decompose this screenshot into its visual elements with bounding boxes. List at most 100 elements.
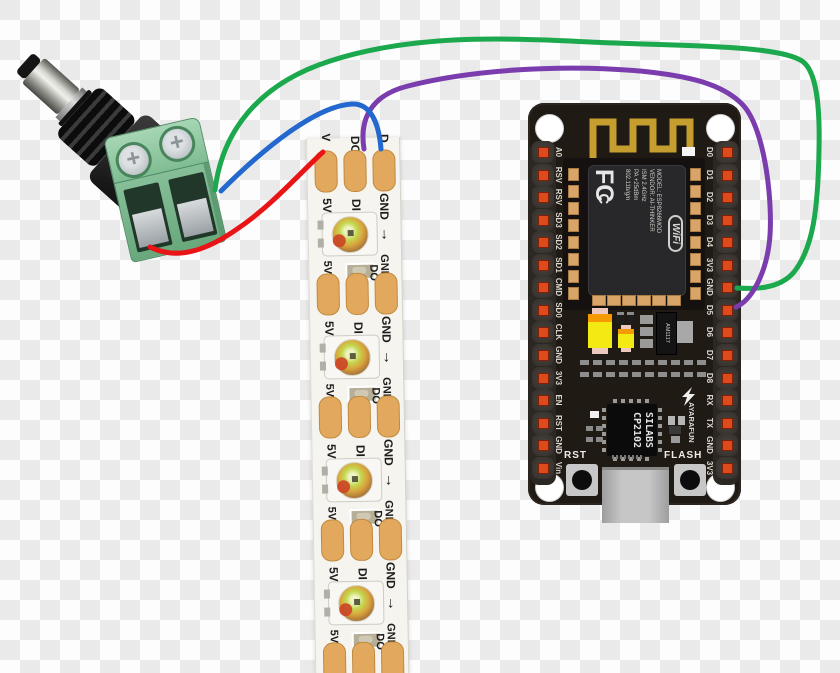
strip-label-gnd: GND — [376, 193, 391, 220]
terminal-wire-slot — [168, 171, 218, 243]
led-chip — [354, 598, 361, 606]
smd-dash — [658, 372, 667, 377]
solder-pad-5V — [320, 519, 345, 562]
pin-left-RSV — [532, 186, 554, 209]
capacitor-large — [588, 314, 612, 348]
cap-lead — [621, 348, 631, 352]
pin-right-RX — [716, 389, 738, 412]
usb-dot — [628, 455, 630, 459]
pin-right-GND — [716, 434, 738, 457]
rst-button-label: RST — [564, 450, 587, 461]
solder-pad-DI — [343, 149, 367, 193]
module-pad — [690, 253, 701, 266]
terminal-screw-right: + — [155, 122, 199, 166]
smd-part — [627, 312, 634, 324]
solder-pad-5V — [316, 273, 341, 316]
smd-pad — [640, 315, 653, 324]
module-print: WiFi MODEL: ESP8266MOD VENDOR: AI-THINKE… — [590, 167, 684, 294]
ws2812b-led — [317, 211, 379, 257]
lightning-bolt-icon — [682, 387, 695, 406]
pin-right-D8 — [716, 366, 738, 389]
pin-left-SD3 — [532, 208, 554, 231]
flash-button-label: FLASH — [664, 450, 703, 461]
pin-left-GND — [532, 343, 554, 366]
solder-pad-GND — [376, 395, 401, 438]
strip-cut-label: V — [318, 133, 334, 142]
smd-dash — [619, 372, 628, 377]
module-text: MODEL: ESP8266MOD VENDOR: AI-THINKER ISM… — [623, 169, 662, 292]
module-pad — [690, 185, 701, 198]
pin-left-SD2 — [532, 231, 554, 254]
pin-left-CMD — [532, 276, 554, 299]
pin-right-GND — [716, 276, 738, 299]
led-lead — [321, 466, 328, 476]
usb-dot — [612, 455, 614, 459]
pin-left-RST — [532, 411, 554, 434]
pin-left-SD0 — [532, 298, 554, 321]
capacitor-small — [618, 329, 634, 348]
solder-pad-5V — [322, 642, 347, 673]
led-lead — [319, 343, 326, 353]
smd-dash — [593, 360, 602, 365]
led-lead — [317, 238, 324, 248]
led-chip — [349, 352, 356, 360]
solder-pad-DI — [347, 395, 372, 439]
usb-dot — [616, 455, 618, 459]
smd-dash — [580, 372, 589, 377]
module-pad — [690, 236, 701, 249]
pin-right-D4 — [716, 231, 738, 254]
pin-left-CLK — [532, 321, 554, 344]
screw-terminal-block: + + — [103, 116, 228, 264]
module-line: 802.11b/g/n — [624, 169, 631, 201]
pin-left-GND — [532, 434, 554, 457]
led-chip — [351, 475, 359, 483]
data-direction-arrow-icon: → — [383, 595, 401, 612]
status-led — [682, 147, 695, 156]
data-direction-arrow-icon: → — [379, 349, 397, 366]
solder-pad-DI — [349, 518, 374, 562]
pin-right-D2 — [716, 186, 738, 209]
solder-pad-GND — [372, 149, 396, 192]
smd-part — [590, 411, 599, 418]
led-lead — [324, 607, 331, 617]
voltage-regulator: AM1117 — [656, 312, 677, 355]
solder-pad-5V — [314, 150, 338, 193]
usb-bridge-brand: SILABS — [643, 411, 654, 449]
module-pad — [568, 185, 579, 198]
pin-right-D7 — [716, 343, 738, 366]
smd-dash — [632, 372, 641, 377]
module-pad — [637, 295, 651, 306]
smd-dash — [593, 372, 602, 377]
pin-left-A0 — [532, 141, 554, 163]
module-pad — [568, 253, 579, 266]
smd-dash — [671, 372, 680, 377]
usb-dot — [640, 455, 642, 459]
module-pad — [568, 287, 579, 300]
nodemcu-esp8266-board: WiFi MODEL: ESP8266MOD VENDOR: AI-THINKE… — [528, 103, 741, 523]
module-pad — [568, 270, 579, 283]
solder-pad-GND — [378, 518, 403, 561]
pin-left-SD1 — [532, 253, 554, 276]
ws2812b-led — [323, 580, 385, 626]
module-pad — [592, 295, 606, 306]
usb-dot — [624, 455, 626, 459]
module-line: PA +25dBm — [632, 169, 639, 201]
smd-part — [617, 312, 624, 324]
fcc-logo: FCC — [590, 169, 619, 205]
ws2812b-led — [321, 457, 383, 503]
module-pad — [690, 219, 701, 232]
usb-connector — [602, 467, 669, 523]
smd-part — [668, 416, 675, 425]
pin-left-EN — [532, 389, 554, 412]
module-pad — [568, 168, 579, 181]
smd-dash — [658, 360, 667, 365]
smd-part — [596, 426, 603, 431]
led-lead — [323, 589, 331, 599]
data-direction-arrow-icon: → — [381, 472, 399, 489]
module-line: MODEL: ESP8266MOD — [655, 169, 662, 234]
maker-label: AYARAFUN — [687, 402, 696, 443]
smd-part — [586, 426, 593, 431]
pin-left-3V3 — [532, 366, 554, 389]
smd-pad — [640, 339, 653, 348]
